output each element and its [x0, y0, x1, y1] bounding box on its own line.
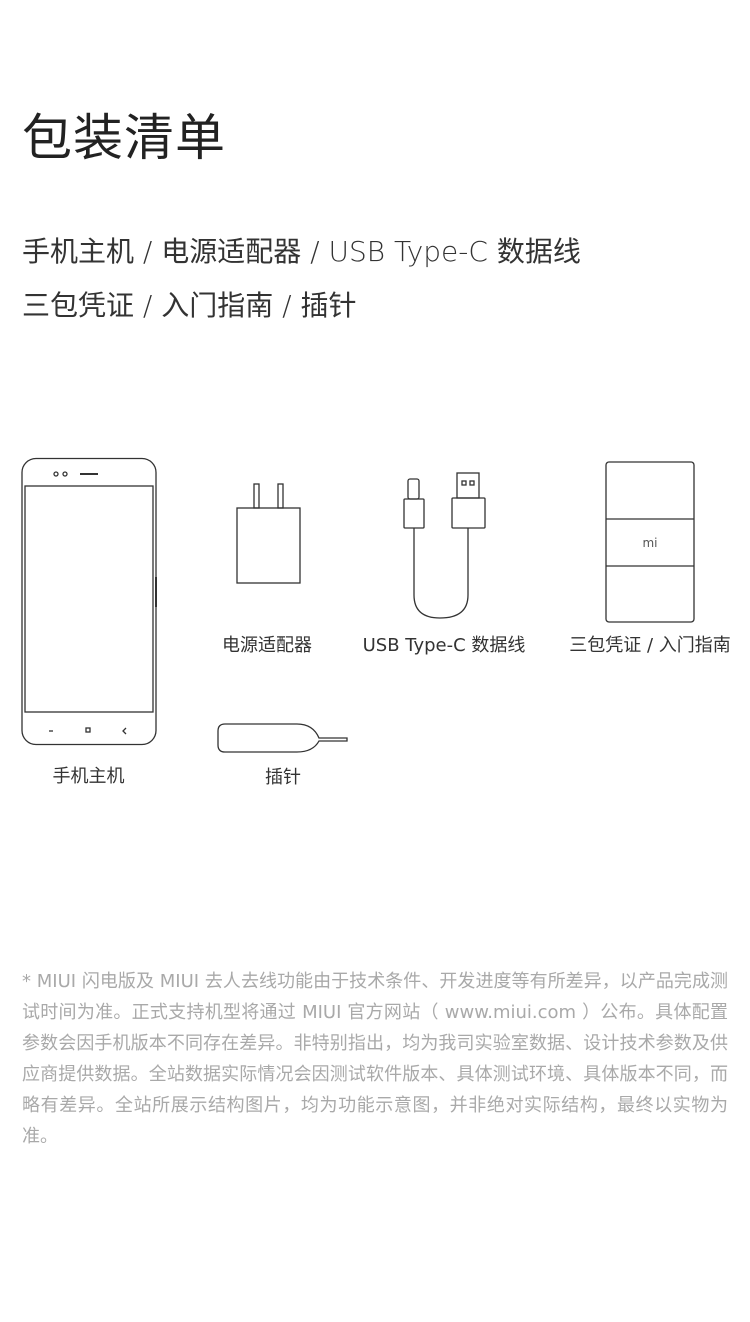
page-title: 包装清单	[22, 109, 226, 167]
booklet-mi-logo: mi	[642, 536, 657, 550]
package-summary-line-1: 手机主机 / 电源适配器 / USB Type-C 数据线	[22, 235, 581, 268]
usb-cable-icon	[403, 472, 486, 619]
cable-label: USB Type-C 数据线	[362, 635, 526, 656]
booklet-icon: mi	[605, 461, 695, 623]
sim-eject-pin-icon	[217, 723, 348, 753]
booklet-label: 三包凭证 / 入门指南	[569, 635, 731, 656]
pin-label: 插针	[265, 767, 301, 788]
power-adapter-icon	[236, 483, 301, 584]
phone-label: 手机主机	[52, 766, 125, 787]
disclaimer-footnote: * MIUI 闪电版及 MIUI 去人去线功能由于技术条件、开发进度等有所差异，…	[22, 971, 728, 1147]
phone-icon	[21, 457, 157, 746]
adapter-label: 电源适配器	[222, 635, 312, 656]
package-summary-line-2: 三包凭证 / 入门指南 / 插针	[22, 289, 357, 322]
